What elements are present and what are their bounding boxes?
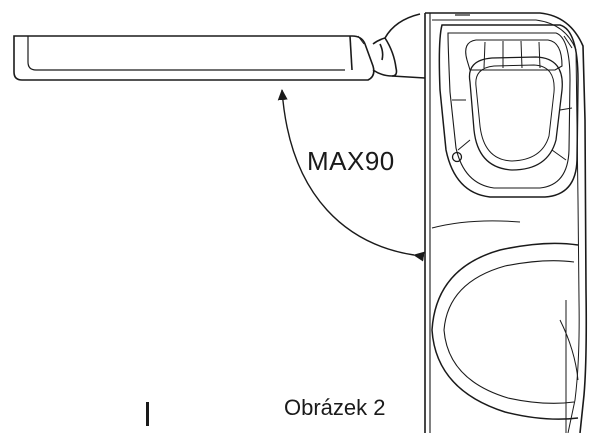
vertical-mark: [146, 402, 149, 426]
grip-window: [438, 24, 579, 198]
small-button-icon: [451, 151, 463, 163]
angle-label: MAX90: [307, 146, 395, 176]
lower-panel: [431, 220, 579, 420]
angle-arc-arrow: [277, 89, 425, 262]
horizontal-flap: [13, 35, 375, 81]
hinge: [372, 13, 426, 79]
figure-caption: Obrázek 2: [284, 395, 386, 420]
